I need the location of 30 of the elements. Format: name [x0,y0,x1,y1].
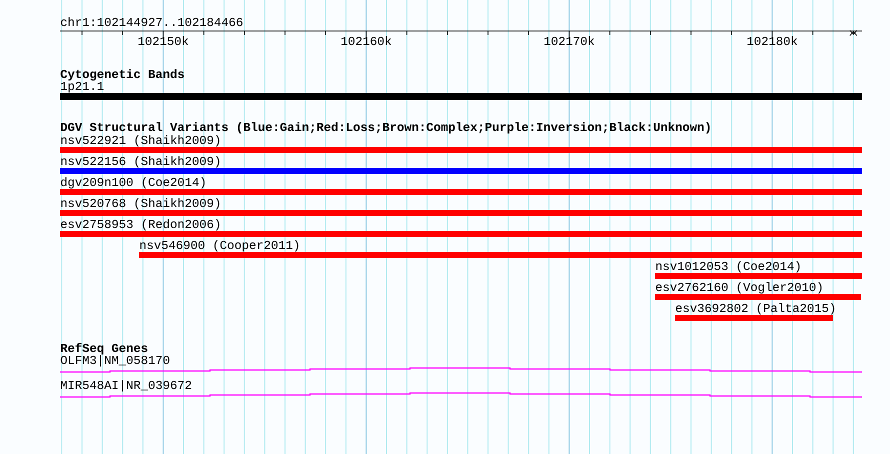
band-bar: 1p21.1 [60,82,862,100]
coordinate-label: chr1:102144927..102184466 [60,17,242,26]
node-label: esv2758953 (Redon2006) [61,219,220,231]
node-label: nsv546900 (Cooper2011) [140,240,298,252]
variant-bar: nsv522921 (Shaikh2009) [60,135,862,153]
node-label: 1p21.1 [61,82,104,93]
variant-bar: esv2758953 (Redon2006) [60,219,862,237]
tick-label: 102150k [138,36,188,46]
variant-bar: esv3692802 (Palta2015) [675,303,834,321]
variant-bar: dgv209n100 (Coe2014) [60,177,862,195]
node-label: esv2762160 (Vogler2010) [656,282,822,294]
track-heading: RefSeq Genes [61,342,148,355]
track-heading: DGV Structural Variants (Blue:Gain;Red:Loss;Brown:Complex;Purple:Inversion;Black:Unknown) [61,122,710,134]
variant-bar: nsv546900 (Cooper2011) [139,240,862,258]
variant-bar: esv2762160 (Vogler2010) [655,282,861,300]
gene-track: MIR548AI|NR_039672 [60,380,862,398]
variant-bar: nsv520768 (Shaikh2009) [60,198,862,216]
variant-bar: nsv1012053 (Coe2014) [655,261,862,279]
tick-label: 102180k [747,36,798,46]
node-label: dgv209n100 (Coe2014) [61,177,205,189]
tick-label: 102160k [341,36,392,46]
variant-bar: nsv522156 (Shaikh2009) [60,156,862,174]
gene-track: OLFM3|NM_058170 [60,355,862,373]
node-label: nsv520768 (Shaikh2009) [61,198,220,210]
node-label: nsv522156 (Shaikh2009) [61,156,220,168]
track-heading: Cytogenetic Bands [60,69,184,81]
node-label: nsv522921 (Shaikh2009) [61,135,220,147]
node-label: esv3692802 (Palta2015) [676,303,834,315]
node-label: nsv1012053 (Coe2014) [656,261,800,273]
tick-label: 102170k [544,36,594,46]
